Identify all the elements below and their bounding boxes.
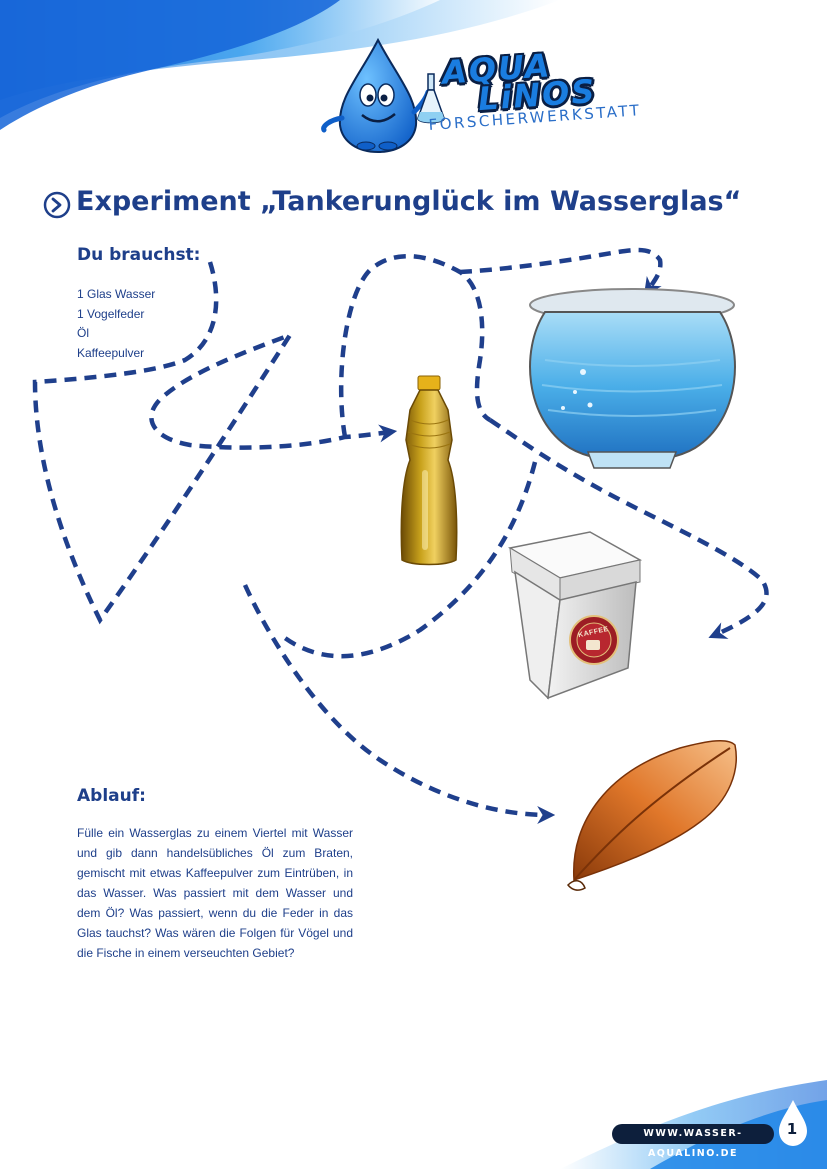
top-wave-decoration: [0, 0, 560, 130]
dashed-path-lower-left: [32, 261, 398, 625]
materials-heading: Du brauchst:: [77, 245, 201, 265]
feather-icon: [566, 740, 737, 891]
footer-website-link[interactable]: WWW.WASSER-AQUALINO.DE: [612, 1124, 774, 1159]
procedure-heading: Ablauf:: [77, 786, 146, 806]
flask-icon: [417, 73, 445, 124]
dashed-path-middle: [283, 461, 538, 659]
coffee-box-icon: [507, 531, 643, 700]
dashed-path-to-feather: [242, 584, 556, 824]
oil-bottle-icon: [400, 375, 458, 566]
page-title-text: Experiment „Tankerunglück im Wasserglas“: [76, 186, 742, 217]
list-item: 1 Vogelfeder: [77, 306, 145, 321]
water-bowl-icon: [529, 288, 736, 469]
materials-list: 1 Glas Wasser 1 Vogelfeder Öl Kaffeepulv…: [77, 285, 155, 363]
chevron-right-circle-icon: [43, 191, 71, 219]
mascot-drop-icon: [321, 37, 431, 154]
page-number-drop-icon: [776, 1098, 810, 1148]
list-item: Öl: [77, 326, 89, 340]
page-title: Experiment „Tankerunglück im Wasserglas“: [44, 186, 741, 217]
page-number: 1: [786, 1120, 798, 1138]
dashed-path-top-arc: [459, 247, 663, 296]
title-icon-spacer: [44, 189, 70, 215]
list-item: 1 Glas Wasser: [77, 287, 156, 301]
procedure-text: Fülle ein Wasserglas zu einem Viertel mi…: [77, 826, 353, 960]
dashed-path-to-bowl: [338, 253, 492, 438]
list-item: Kaffeepulver: [77, 345, 145, 360]
